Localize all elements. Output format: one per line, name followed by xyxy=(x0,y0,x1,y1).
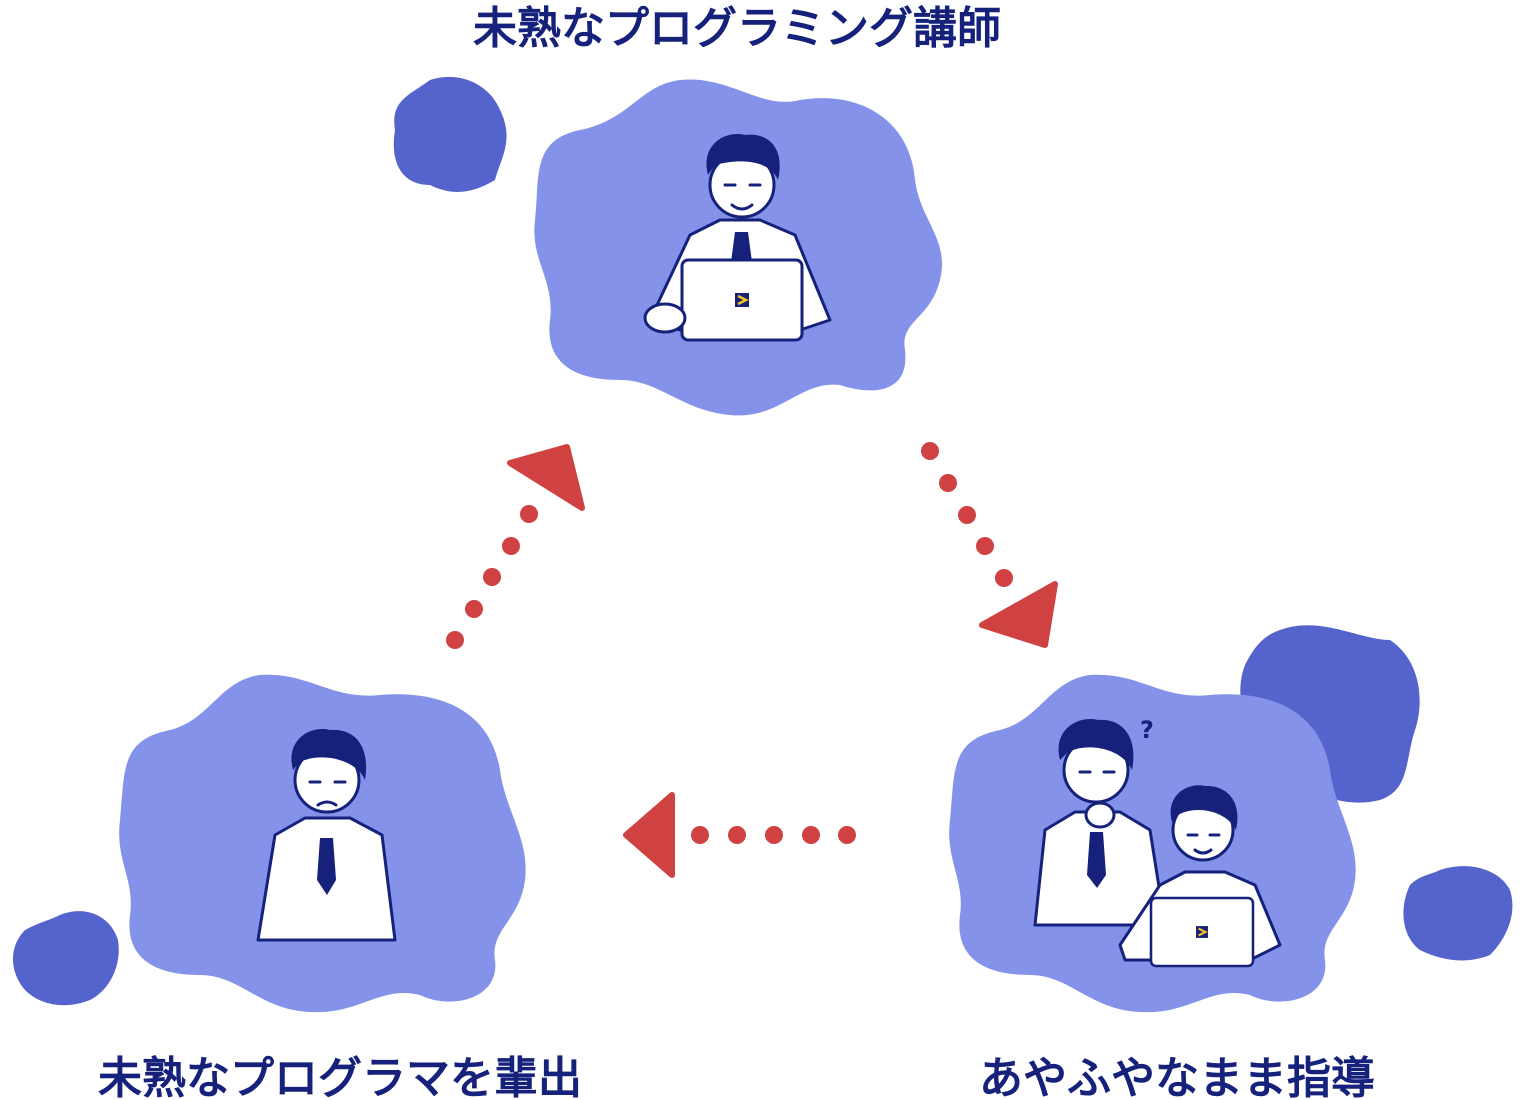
label-vague-guidance: あやふやなまま指導 xyxy=(979,1053,1375,1100)
programmer-figure xyxy=(256,729,397,942)
arrow-to-programmer xyxy=(623,792,856,878)
label-produce-programmers: 未熟なプログラマを輩出 xyxy=(98,1053,582,1100)
question-mark: ? xyxy=(1140,716,1154,744)
arrow-to-instructor xyxy=(446,444,585,649)
decorative-blob xyxy=(1403,866,1513,961)
decorative-blob xyxy=(12,911,119,1006)
student-figure xyxy=(1118,785,1282,968)
instructor-figure xyxy=(643,134,832,342)
decorative-blob xyxy=(393,76,507,192)
confused-instructor-figure: ? xyxy=(1033,716,1167,927)
label-immature-instructor: 未熟なプログラミング講師 xyxy=(473,3,1001,54)
arrow-to-guidance xyxy=(921,442,1058,648)
